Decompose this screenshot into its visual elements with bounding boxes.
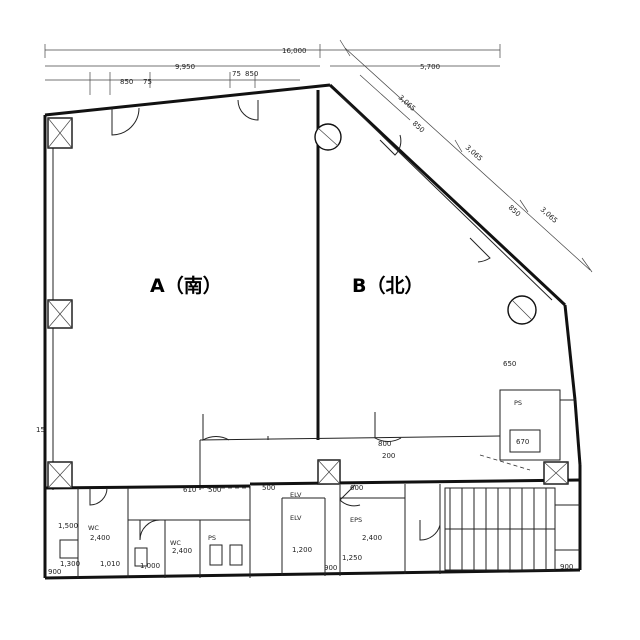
room-eps: EPS [350, 516, 362, 524]
dim-900-b: 900 [324, 564, 337, 572]
room-wc-m: WC [88, 524, 99, 532]
room-elv: ELV [290, 514, 302, 522]
dim-900-c: 900 [560, 563, 573, 571]
dim-top-left: 9,950 [175, 63, 195, 71]
unit-label-a: A（南） [150, 274, 222, 297]
dim-900-a: 900 [48, 568, 61, 576]
dim-800: 800 [378, 440, 391, 448]
outer-walls [43, 83, 582, 580]
dim-diag-850: 850 [411, 120, 426, 135]
dim-top-total: 16,000 [282, 47, 307, 55]
equipment-lines [59, 454, 531, 567]
dim-200: 200 [382, 452, 395, 460]
dim-2400-c: 2,400 [362, 534, 382, 542]
room-elv-hall: ELV [290, 491, 302, 499]
interior-partitions [44, 90, 581, 578]
dim-75-b: 75 [232, 70, 241, 78]
dim-diag-2: 3,065 [464, 144, 484, 163]
dim-2400-b: 2,400 [172, 547, 192, 555]
dim-1500: 1,500 [58, 522, 78, 530]
dim-1000: 1,000 [140, 562, 160, 570]
dim-1200: 1,200 [292, 546, 312, 554]
dim-diag-1: 3,065 [397, 94, 417, 113]
dim-diag-850-b: 850 [507, 204, 522, 219]
dim-2400-a: 2,400 [90, 534, 110, 542]
diagonal-dimension-lines [339, 39, 593, 273]
dim-1010: 1,010 [100, 560, 120, 568]
dim-610: 610 [183, 486, 196, 494]
dim-top-right: 5,700 [420, 63, 440, 71]
dim-left-side: 15 [36, 426, 45, 434]
structural-columns [47, 117, 569, 489]
staircase [444, 487, 580, 571]
top-dimension-lines [44, 44, 501, 95]
room-wc-f: WC [170, 539, 181, 547]
dim-500-b: 500 [262, 484, 275, 492]
dim-1250: 1,250 [342, 554, 362, 562]
dim-650: 650 [503, 360, 516, 368]
dim-500-a: 500 [208, 486, 221, 494]
dim-850-a: 850 [120, 78, 133, 86]
dim-670: 670 [516, 438, 529, 446]
unit-label-b: B（北） [352, 274, 423, 297]
dim-diag-3: 3,065 [539, 206, 559, 225]
dim-1300: 1,300 [60, 560, 80, 568]
dim-850-b: 850 [245, 70, 258, 78]
dim-75-a: 75 [143, 78, 152, 86]
door-swings [89, 99, 491, 541]
dim-600: 600 [350, 484, 363, 492]
room-shaft: PS [514, 399, 522, 407]
room-ps: PS [208, 534, 216, 542]
